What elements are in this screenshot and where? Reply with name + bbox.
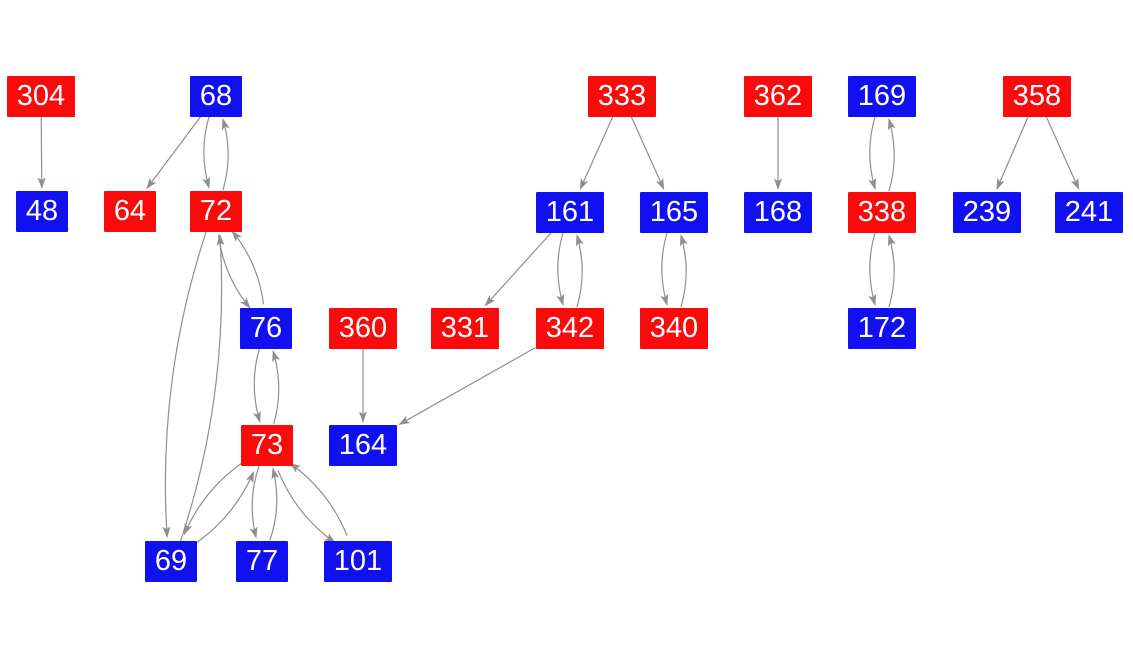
graph-node-360[interactable]: 360 bbox=[329, 307, 397, 349]
graph-node-331[interactable]: 331 bbox=[431, 307, 499, 349]
graph-node-64[interactable]: 64 bbox=[104, 190, 156, 232]
graph-node-68[interactable]: 68 bbox=[190, 75, 242, 117]
edge-72-to-68 bbox=[221, 118, 230, 191]
edge-161-to-342 bbox=[556, 232, 565, 306]
edge-101-to-73 bbox=[289, 462, 348, 537]
edge-333-to-165 bbox=[630, 116, 665, 191]
edge-358-to-239 bbox=[996, 116, 1029, 191]
edge-69-to-72 bbox=[180, 233, 225, 542]
graph-node-340[interactable]: 340 bbox=[640, 307, 708, 349]
graph-node-72[interactable]: 72 bbox=[190, 190, 242, 232]
graph-node-338[interactable]: 338 bbox=[848, 191, 916, 233]
graph-node-172[interactable]: 172 bbox=[848, 307, 916, 349]
graph-node-168[interactable]: 168 bbox=[744, 191, 812, 233]
edge-161-to-331 bbox=[484, 232, 552, 307]
graph-node-76[interactable]: 76 bbox=[240, 307, 292, 349]
graph-node-304[interactable]: 304 bbox=[7, 75, 75, 117]
graph-node-358[interactable]: 358 bbox=[1003, 75, 1071, 117]
graph-node-161[interactable]: 161 bbox=[536, 191, 604, 233]
edge-304-to-48 bbox=[37, 116, 46, 189]
graph-node-241[interactable]: 241 bbox=[1055, 191, 1123, 233]
edge-73-to-69 bbox=[183, 460, 245, 536]
graph-node-73[interactable]: 73 bbox=[241, 424, 293, 466]
edge-73-to-76 bbox=[272, 349, 280, 425]
graph-node-169[interactable]: 169 bbox=[848, 75, 916, 117]
edge-73-to-77 bbox=[249, 465, 260, 539]
edge-172-to-338 bbox=[887, 234, 896, 308]
edge-342-to-161 bbox=[575, 234, 584, 308]
graph-node-101[interactable]: 101 bbox=[324, 540, 392, 582]
graph-node-333[interactable]: 333 bbox=[588, 75, 656, 117]
graph-node-165[interactable]: 165 bbox=[640, 191, 708, 233]
edge-68-to-72 bbox=[202, 116, 211, 189]
edge-342-to-164 bbox=[398, 346, 536, 426]
graph-node-77[interactable]: 77 bbox=[236, 540, 288, 582]
edge-169-to-338 bbox=[868, 116, 877, 190]
edge-69-to-73 bbox=[193, 470, 255, 546]
edge-165-to-340 bbox=[660, 232, 669, 306]
edge-72-to-69 bbox=[162, 230, 207, 539]
edge-76-to-72 bbox=[231, 230, 265, 305]
edge-358-to-241 bbox=[1045, 116, 1080, 191]
graph-node-239[interactable]: 239 bbox=[953, 191, 1021, 233]
edge-76-to-73 bbox=[253, 348, 261, 424]
edge-73-to-101 bbox=[277, 469, 336, 544]
edge-340-to-165 bbox=[679, 234, 688, 308]
edge-68-to-64 bbox=[146, 116, 201, 190]
graph-node-69[interactable]: 69 bbox=[145, 540, 197, 582]
graph-node-48[interactable]: 48 bbox=[16, 190, 68, 232]
edge-333-to-161 bbox=[579, 116, 614, 191]
graph-node-342[interactable]: 342 bbox=[536, 307, 604, 349]
edge-338-to-172 bbox=[868, 232, 877, 306]
edge-77-to-73 bbox=[269, 467, 280, 541]
edge-338-to-169 bbox=[887, 118, 896, 192]
graph-node-362[interactable]: 362 bbox=[744, 75, 812, 117]
graph-node-164[interactable]: 164 bbox=[329, 424, 397, 466]
